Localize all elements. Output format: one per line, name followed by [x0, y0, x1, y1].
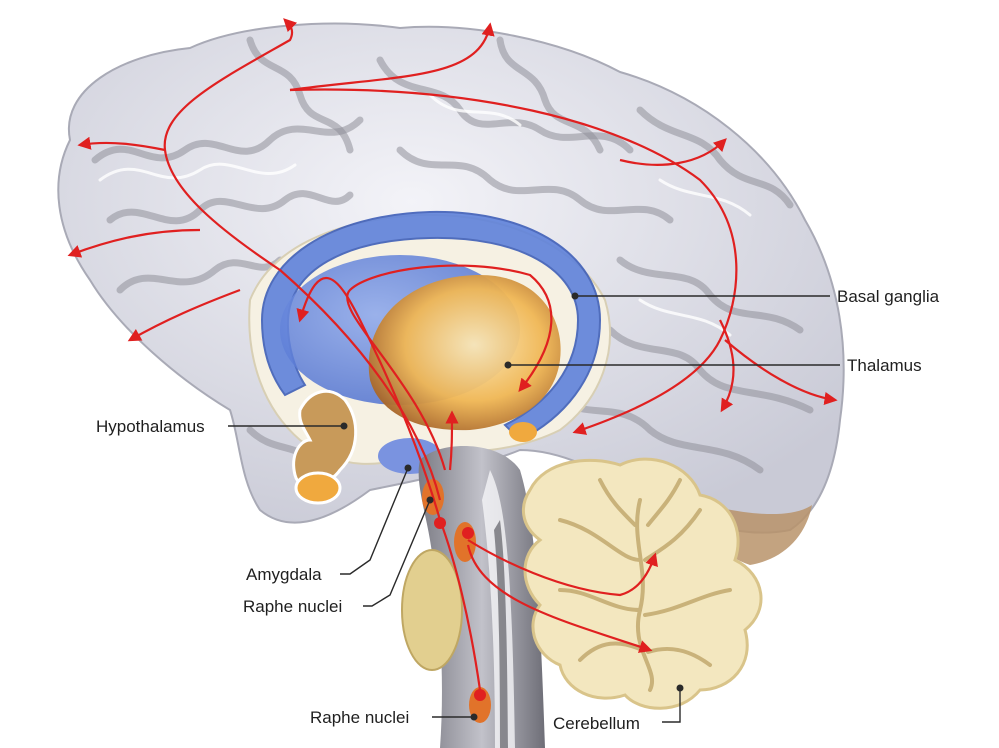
basal-ganglia-label: Basal ganglia [837, 287, 940, 306]
label-amygdala: Amygdala [246, 464, 412, 584]
hypothalamus-label: Hypothalamus [96, 417, 205, 436]
mammillary-blob [509, 422, 537, 442]
amygdala-label: Amygdala [246, 565, 322, 584]
label-hypothalamus: Hypothalamus [96, 417, 348, 436]
cerebellum-label: Cerebellum [553, 714, 640, 733]
thalamus-region [368, 275, 561, 431]
pons [401, 549, 463, 671]
brainstem [418, 446, 545, 748]
thalamus-label: Thalamus [847, 356, 922, 375]
raphe-nuclei-lower-label: Raphe nuclei [310, 708, 409, 727]
label-thalamus: Thalamus [504, 356, 922, 375]
raphe-nuclei-upper-label: Raphe nuclei [243, 597, 342, 616]
serotonin-projection-arrows [67, 18, 838, 691]
spinal-canal [494, 520, 508, 748]
label-raphe-nuclei-upper: Raphe nuclei [243, 496, 434, 616]
label-cerebellum: Cerebellum [553, 684, 684, 733]
label-raphe-nuclei-lower: Raphe nuclei [310, 708, 478, 727]
pituitary-gland [294, 471, 342, 505]
label-basal-ganglia: Basal ganglia [571, 287, 940, 306]
cortex-folds [91, 36, 814, 474]
